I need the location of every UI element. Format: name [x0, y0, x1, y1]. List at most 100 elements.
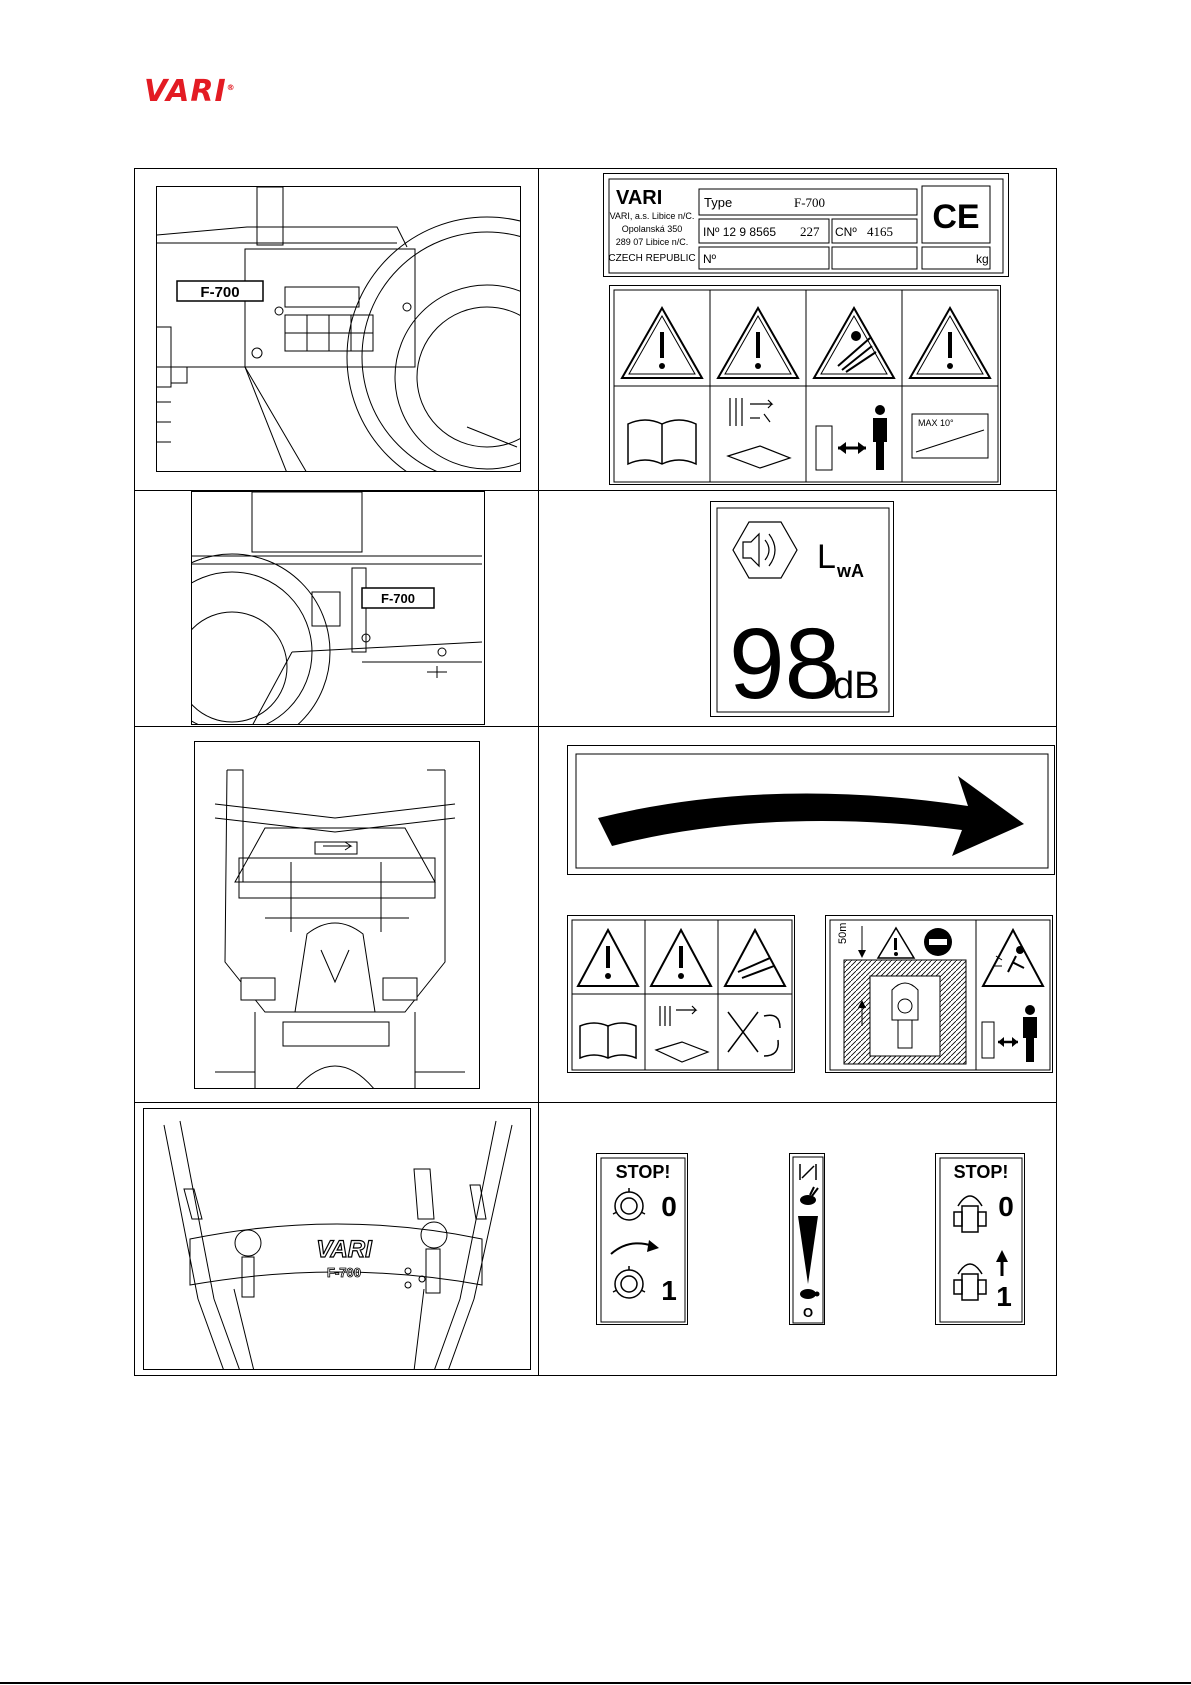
no-hands-rotation-icon	[728, 1012, 780, 1056]
no-entry-icon	[924, 928, 952, 956]
stop-text-drive: STOP!	[954, 1162, 1009, 1182]
row-1: F-700 VARI	[135, 169, 1056, 491]
warning-panel-svg: MAX 10°	[610, 286, 1002, 486]
throttle-svg: O	[790, 1154, 826, 1326]
in-label: INº 12 9 8565	[703, 225, 776, 239]
handlebar-svg: VARI F-700	[144, 1109, 531, 1370]
operator-warning-panel	[567, 915, 795, 1073]
drive-on-position: 1	[996, 1281, 1012, 1312]
noise-unit: dB	[833, 665, 879, 707]
keep-distance-icon	[982, 1005, 1037, 1062]
on-position: 1	[661, 1275, 677, 1306]
rabbit-icon	[800, 1187, 818, 1205]
sound-icon	[733, 522, 797, 578]
cn-label: CNº	[835, 225, 857, 239]
row4-control-labels: STOP! 0 1	[539, 1103, 1056, 1375]
row2-machine-view: F-700	[135, 491, 539, 726]
drive-off-position: 0	[998, 1191, 1014, 1222]
choke-icon	[800, 1164, 816, 1180]
turtle-icon	[800, 1289, 820, 1299]
handlebar-drawing: VARI F-700	[143, 1108, 531, 1370]
ce-mark: CE	[932, 198, 979, 236]
safety-distance-svg: 50m	[826, 916, 1054, 1074]
warning-triangle-icon	[578, 930, 638, 986]
keep-distance-icon	[816, 405, 887, 470]
wheel-drive-icon	[954, 1264, 986, 1300]
turn-arrow-icon	[611, 1243, 653, 1254]
rotation-arrow-icon	[598, 776, 1024, 856]
noise-label-svg: L wA 98 dB	[711, 502, 895, 718]
row1-machine-view: F-700	[135, 169, 539, 490]
address-line-4: CZECH REPUBLIC	[608, 253, 695, 264]
maintenance-manual-icon	[728, 398, 790, 468]
kg-label: kg	[976, 252, 989, 266]
cn-value: 4165	[867, 224, 893, 239]
row4-handle-view: VARI F-700	[135, 1103, 539, 1375]
crush-hazard-icon	[814, 308, 894, 378]
throttle-label: O	[789, 1153, 825, 1325]
row3-machine-view	[135, 727, 539, 1102]
type-value: F-700	[794, 195, 825, 210]
distance-label: 50m	[837, 923, 849, 944]
handlebar-model: F-700	[327, 1265, 361, 1280]
lwa-symbol: L	[817, 538, 836, 576]
address-line-2: Opolanská 350	[622, 224, 683, 234]
machine-top-drawing	[194, 741, 480, 1089]
vari-logo: VARI®	[144, 74, 236, 109]
machine-side-svg: F-700	[157, 187, 521, 472]
in-value: 227	[800, 224, 820, 239]
warning-triangle-icon	[718, 308, 798, 378]
noise-level-label: L wA 98 dB	[710, 501, 894, 717]
read-manual-icon	[580, 1023, 636, 1058]
wheel-stop-icon	[954, 1196, 986, 1232]
max-slope-icon: MAX 10°	[912, 414, 988, 458]
row1-labels: VARI VARI, a.s. Libice n/C. Opolanská 35…	[539, 169, 1056, 490]
label-placement-grid: F-700 VARI	[134, 168, 1057, 1376]
machine-model-badge-rear: F-700	[381, 591, 415, 606]
drive-lever-svg: STOP! 0 1	[936, 1154, 1026, 1326]
address-line-1: VARI, a.s. Libice n/C.	[610, 211, 695, 221]
nameplate-brand: VARI	[616, 187, 662, 209]
row3-labels: 50m	[539, 727, 1056, 1102]
machine-side-drawing: F-700	[156, 186, 521, 472]
throttle-bottom-mark: O	[803, 1305, 813, 1320]
rotation-arrow-svg	[568, 746, 1056, 876]
machine-rear-svg: F-700	[192, 492, 485, 725]
row-2: F-700 L wA 98 dB	[135, 491, 1056, 727]
key-on-icon	[613, 1266, 645, 1298]
drive-lever-label: STOP! 0 1	[935, 1153, 1025, 1325]
cutting-hazard-icon	[725, 930, 785, 986]
address-line-3: 289 07 Libice n/C.	[616, 237, 689, 247]
row-3: 50m	[135, 727, 1056, 1103]
row2-labels: L wA 98 dB	[539, 491, 1056, 726]
stop-text: STOP!	[616, 1162, 671, 1182]
lwa-subscript: wA	[836, 561, 864, 581]
engine-switch-label: STOP! 0 1	[596, 1153, 688, 1325]
rotation-direction-label	[567, 745, 1055, 875]
machine-model-badge: F-700	[200, 284, 239, 301]
read-manual-icon	[628, 420, 696, 464]
noise-value: 98	[729, 608, 840, 718]
engine-switch-svg: STOP! 0 1	[597, 1154, 689, 1326]
warning-triangle-icon	[651, 930, 711, 986]
warning-pictogram-panel: MAX 10°	[609, 285, 1001, 485]
machine-top-svg	[195, 742, 480, 1089]
warning-triangle-icon	[622, 308, 702, 378]
row-4: VARI F-700 STOP! 0	[135, 1103, 1056, 1375]
handlebar-brand: VARI	[316, 1236, 373, 1263]
nameplate-svg: VARI VARI, a.s. Libice n/C. Opolanská 35…	[604, 174, 1010, 278]
off-position: 0	[661, 1191, 677, 1222]
nameplate: VARI VARI, a.s. Libice n/C. Opolanská 35…	[603, 173, 1009, 277]
safety-distance-panel: 50m	[825, 915, 1053, 1073]
thrown-objects-icon	[983, 930, 1043, 986]
warning-triangle-icon	[878, 928, 914, 958]
no-label: Nº	[703, 252, 717, 266]
operator-warning-svg	[568, 916, 796, 1074]
machine-rear-drawing: F-700	[191, 491, 485, 725]
max-slope-label: MAX 10°	[918, 418, 954, 428]
maintenance-manual-icon	[656, 1006, 708, 1062]
warning-triangle-icon	[910, 308, 990, 378]
bottom-rule	[0, 1682, 1191, 1684]
type-label: Type	[704, 195, 732, 210]
speed-wedge-icon	[798, 1216, 818, 1284]
